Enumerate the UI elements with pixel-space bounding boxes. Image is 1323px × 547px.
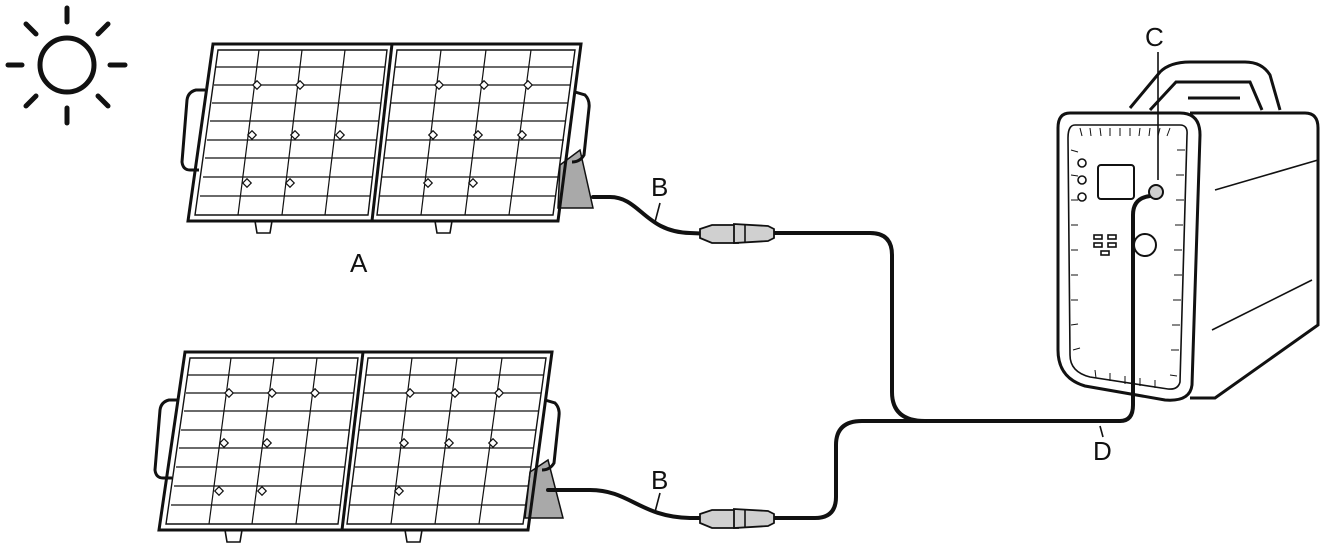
cable-d-output bbox=[1118, 194, 1152, 423]
cable-b-upper bbox=[591, 195, 714, 236]
label-d: D bbox=[1093, 436, 1112, 466]
panel-handle-right-upper bbox=[571, 90, 591, 164]
solar-panel-upper bbox=[180, 42, 594, 234]
leader-b-lower bbox=[654, 492, 661, 513]
dc-input-port bbox=[1148, 184, 1164, 200]
mc4-connector-lower bbox=[699, 508, 775, 529]
leader-d bbox=[1099, 425, 1104, 438]
mc4-connector-upper bbox=[699, 223, 775, 244]
power-button bbox=[1133, 233, 1157, 257]
cable-upper-to-junction bbox=[770, 231, 1122, 423]
usb-ports bbox=[1093, 234, 1117, 256]
case-hatching bbox=[1070, 127, 1185, 388]
panel-handle-right-lower bbox=[541, 398, 561, 472]
leader-b-upper bbox=[654, 202, 661, 223]
sun-icon bbox=[5, 5, 128, 126]
label-c: C bbox=[1145, 22, 1164, 52]
cable-lower-to-junction bbox=[770, 419, 927, 520]
label-b-lower: B bbox=[651, 465, 668, 495]
portable-power-station-icon bbox=[1056, 60, 1320, 402]
display-screen bbox=[1097, 164, 1135, 200]
panel-handle-left-lower bbox=[153, 398, 178, 480]
panel-handle-left-upper bbox=[180, 88, 205, 172]
label-b-upper: B bbox=[651, 172, 668, 202]
label-a: A bbox=[350, 248, 368, 278]
solar-panel-lower bbox=[153, 350, 564, 543]
cable-b-lower bbox=[546, 488, 714, 520]
